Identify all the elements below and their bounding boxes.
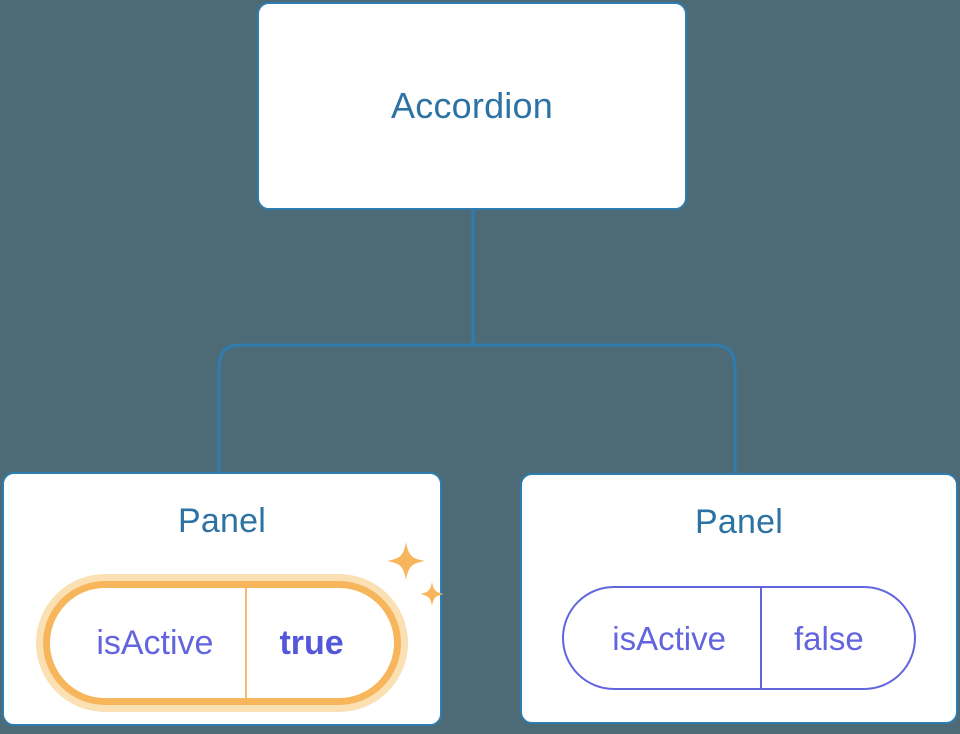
prop-pill-halo: isActive true: [36, 574, 408, 712]
node-panel-left-content: Panel: [4, 474, 440, 541]
prop-value-right: false: [793, 619, 864, 657]
edge-child-bar: [217, 343, 737, 473]
prop-pill-ring: isActive true: [43, 581, 401, 705]
prop-pill-left-wrap: isActive true: [4, 574, 440, 712]
prop-key-right: isActive: [564, 588, 762, 688]
prop-pill-right-wrap: isActive false: [522, 586, 956, 690]
node-panel-right-content: Panel: [522, 475, 956, 542]
prop-pill-left[interactable]: isActive true: [50, 588, 394, 698]
prop-pill-right[interactable]: isActive false: [562, 586, 916, 690]
prop-value-left: true: [279, 624, 344, 662]
node-panel-left[interactable]: Panel isActive true: [2, 472, 442, 726]
node-panel-right[interactable]: Panel isActive false: [520, 473, 958, 724]
node-panel-right-title: Panel: [695, 503, 783, 541]
node-panel-left-title: Panel: [178, 502, 266, 540]
prop-key-left: isActive: [50, 588, 248, 698]
node-accordion-title: Accordion: [391, 85, 553, 126]
node-accordion[interactable]: Accordion: [257, 2, 687, 210]
